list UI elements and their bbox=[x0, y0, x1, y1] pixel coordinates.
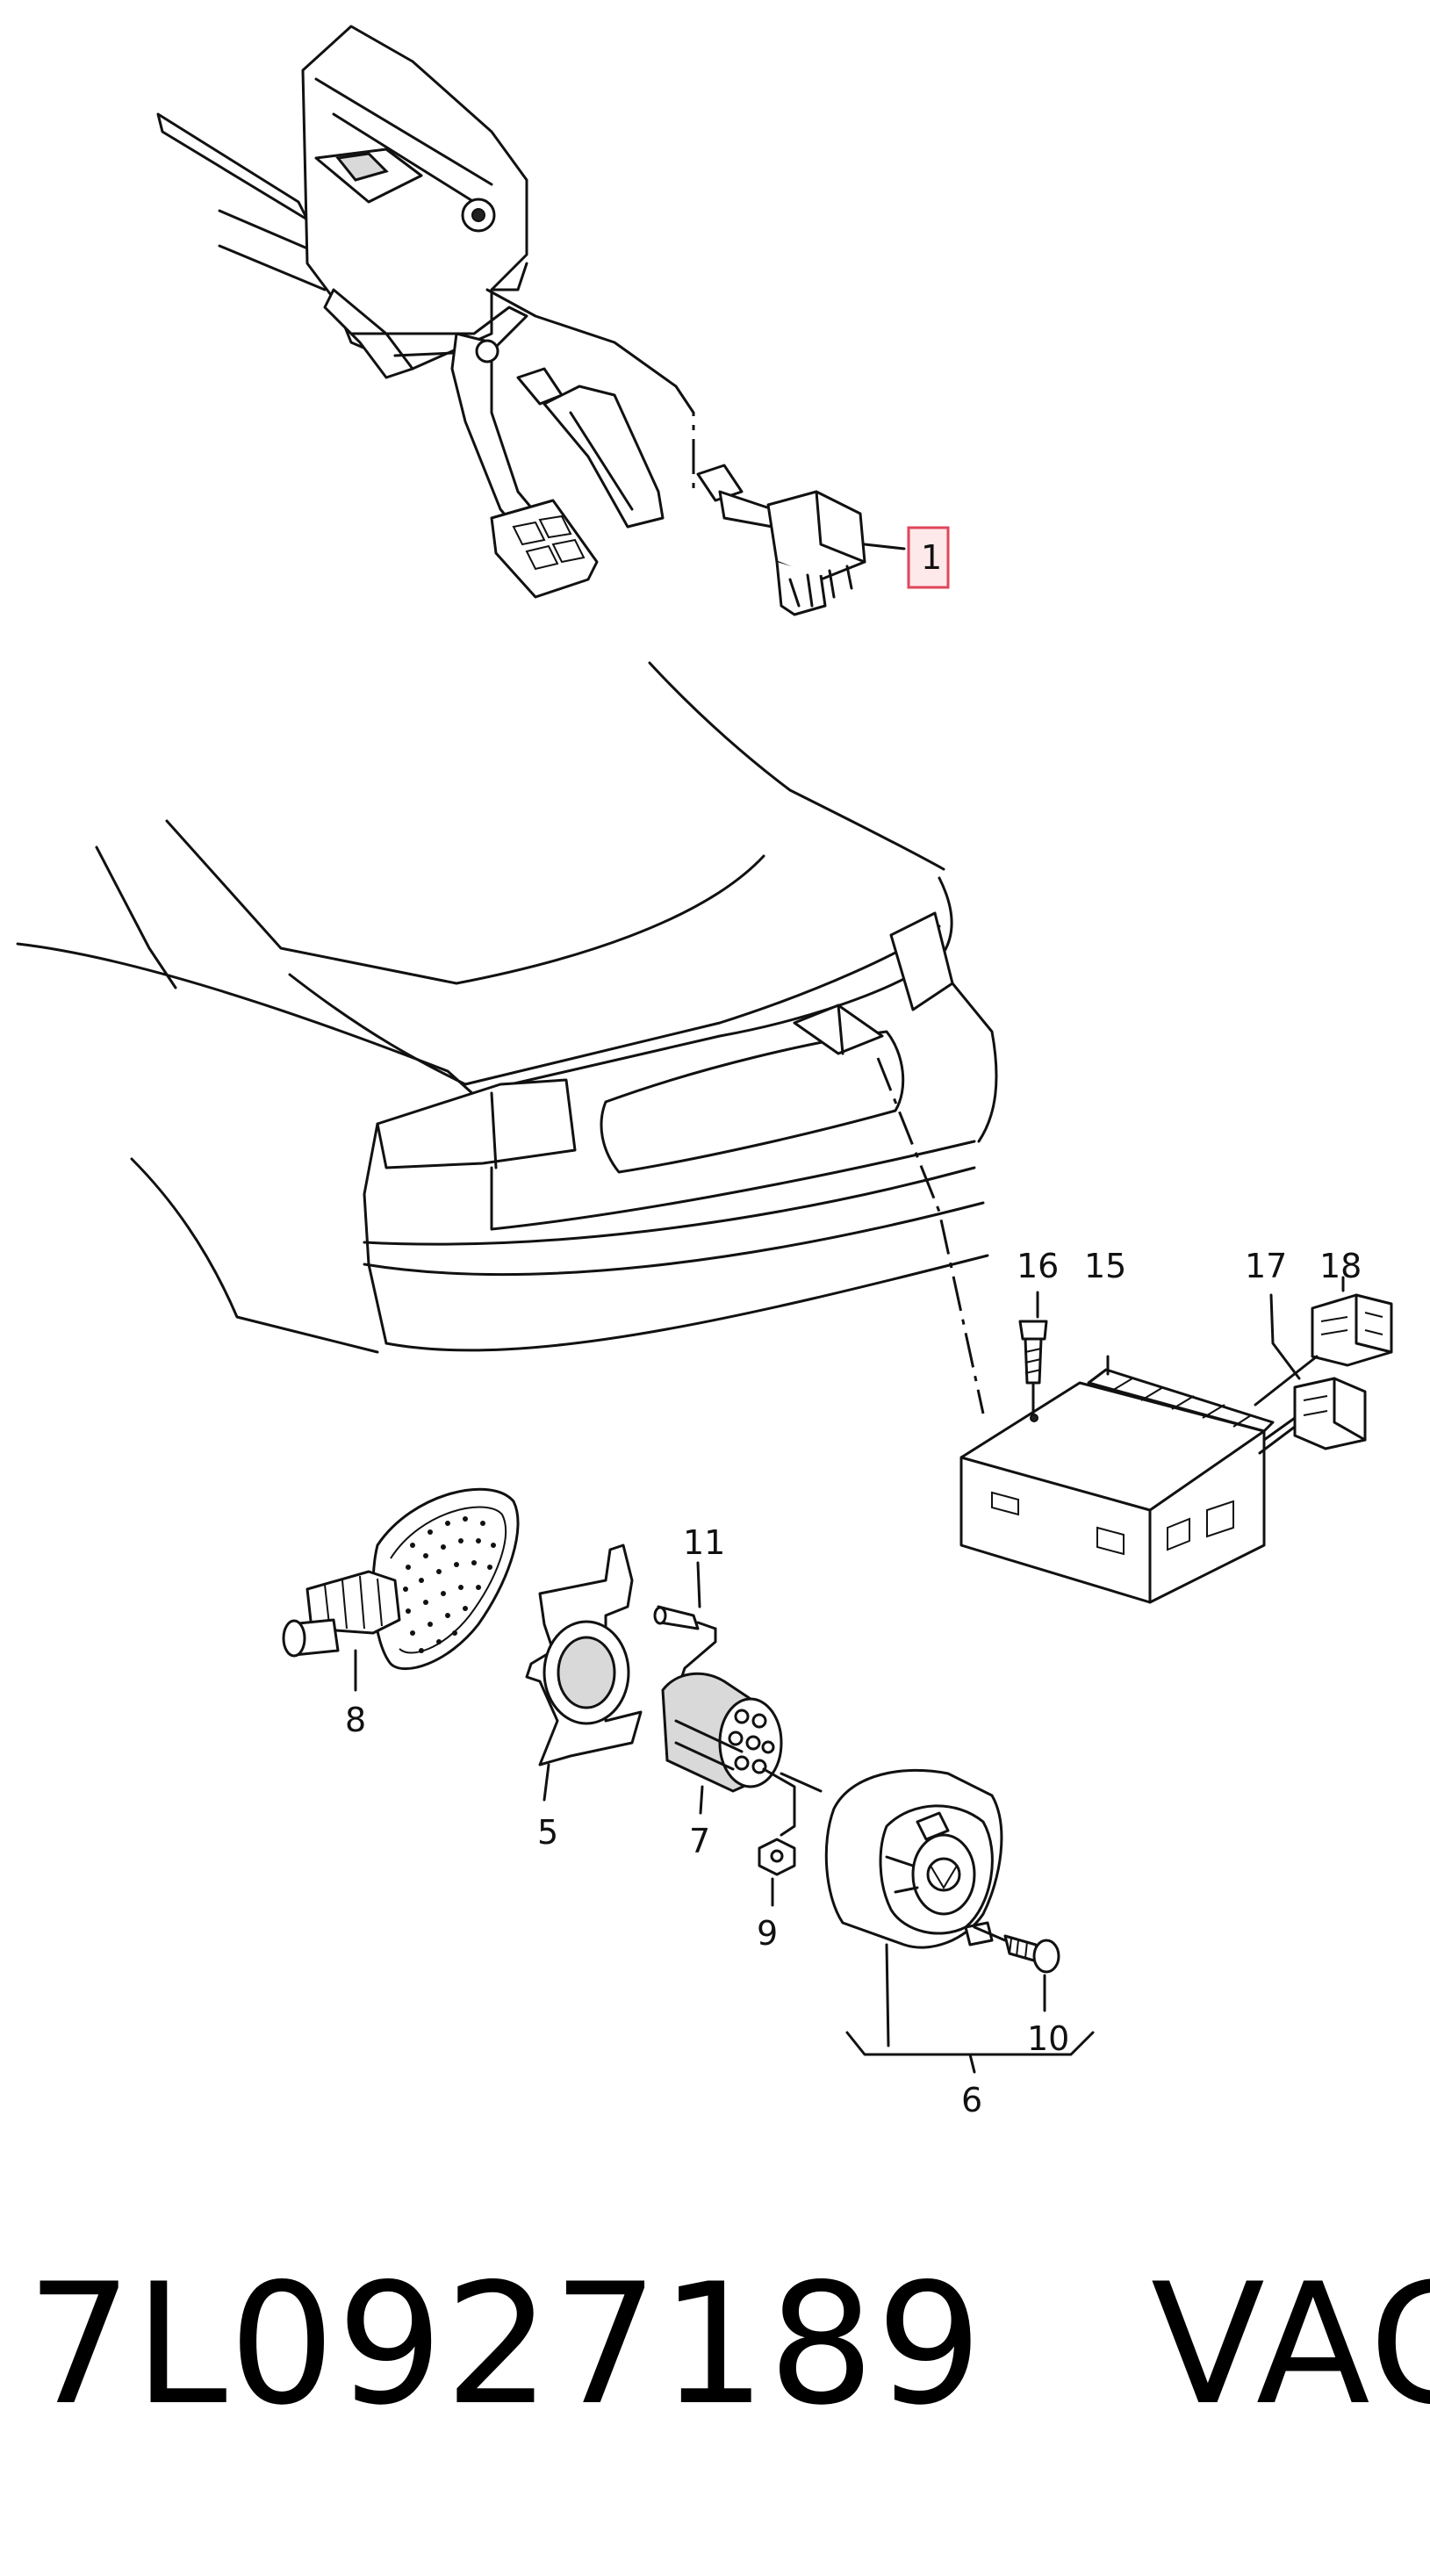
callout-1-highlight-box bbox=[907, 526, 950, 589]
brake-light-switch-part-1 bbox=[696, 464, 906, 616]
vehicle-rear-illustration bbox=[16, 661, 998, 1414]
nut-part-9 bbox=[758, 1838, 796, 1907]
callout-7: 7 bbox=[689, 1822, 710, 1860]
socket-housing-part-6 bbox=[824, 1768, 1003, 2047]
socket-insert-part-7 bbox=[661, 1672, 823, 1837]
screw-part-10 bbox=[973, 1925, 1060, 2012]
control-module-part-15 bbox=[959, 1355, 1275, 1604]
part-6-leader bbox=[968, 2053, 976, 2074]
pedal-assembly-illustration bbox=[156, 25, 695, 599]
screw-part-16 bbox=[1018, 1291, 1048, 1415]
callout-11: 11 bbox=[683, 1523, 725, 1562]
callout-6: 6 bbox=[961, 2081, 982, 2119]
callout-10: 10 bbox=[1027, 2019, 1069, 2058]
callout-8: 8 bbox=[345, 1701, 366, 1739]
connector-part-17 bbox=[1258, 1293, 1367, 1455]
callout-5: 5 bbox=[537, 1813, 558, 1852]
callout-16: 16 bbox=[1017, 1247, 1059, 1285]
callout-9: 9 bbox=[757, 1914, 778, 1953]
brand-name: VAG bbox=[1150, 2248, 1430, 2442]
part-number-footer: 7L0927189 VAG bbox=[26, 2248, 1430, 2458]
callout-1: 1 bbox=[921, 538, 942, 577]
callout-18: 18 bbox=[1319, 1247, 1362, 1285]
pin-part-11 bbox=[653, 1561, 717, 1683]
callout-15: 15 bbox=[1084, 1247, 1126, 1285]
part-number: 7L0927189 bbox=[26, 2248, 984, 2442]
seal-and-plug-part-8 bbox=[282, 1487, 520, 1692]
callout-17: 17 bbox=[1245, 1247, 1287, 1285]
connector-part-18 bbox=[1254, 1276, 1393, 1407]
mounting-bracket-part-5 bbox=[525, 1543, 643, 1802]
part-6-bracket bbox=[845, 2031, 1095, 2056]
